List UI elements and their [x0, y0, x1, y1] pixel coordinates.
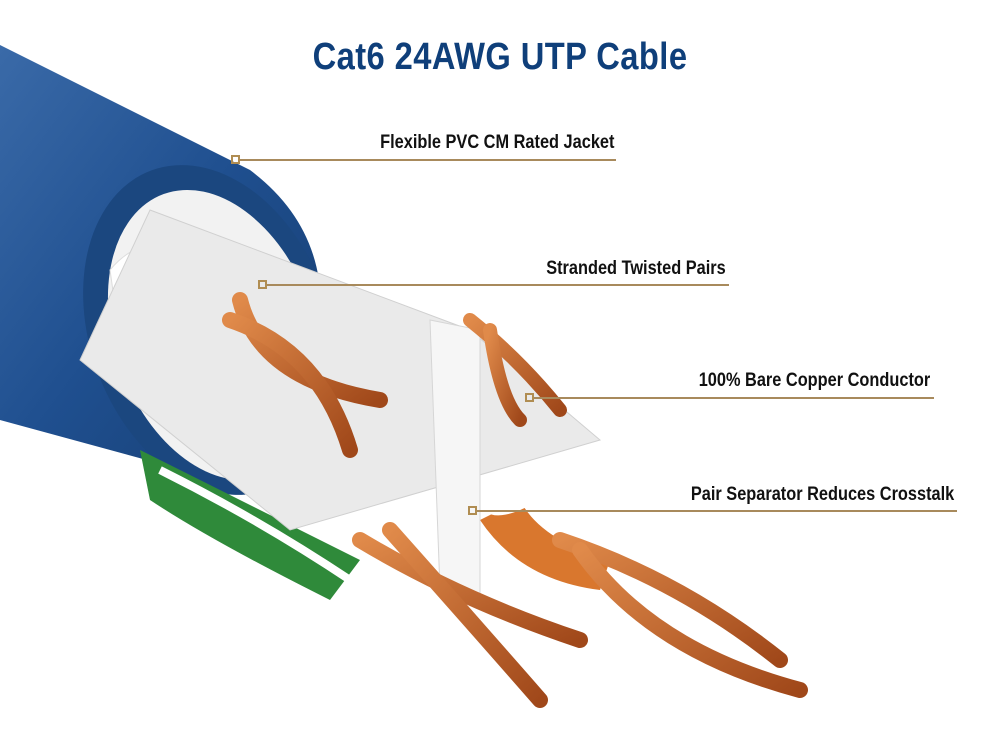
callout-pair-separator: Pair Separator Reduces Crosstalk — [690, 484, 954, 505]
callout-marker-separator — [468, 506, 477, 515]
leader-line-jacket — [240, 159, 616, 161]
callout-twisted-pairs: Stranded Twisted Pairs — [546, 258, 726, 279]
copper-conductors — [222, 292, 808, 708]
callout-marker-twisted-pairs — [258, 280, 267, 289]
pair-separator — [79, 209, 602, 601]
leader-line-twisted-pairs — [267, 284, 729, 286]
callout-marker-copper — [525, 393, 534, 402]
diagram-title: Cat6 24AWG UTP Cable — [312, 36, 688, 78]
leader-line-copper — [534, 397, 934, 399]
callout-jacket: Flexible PVC CM Rated Jacket — [379, 132, 614, 153]
callout-marker-jacket — [231, 155, 240, 164]
leader-line-separator — [477, 510, 957, 512]
callout-copper-conductor: 100% Bare Copper Conductor — [698, 370, 930, 391]
